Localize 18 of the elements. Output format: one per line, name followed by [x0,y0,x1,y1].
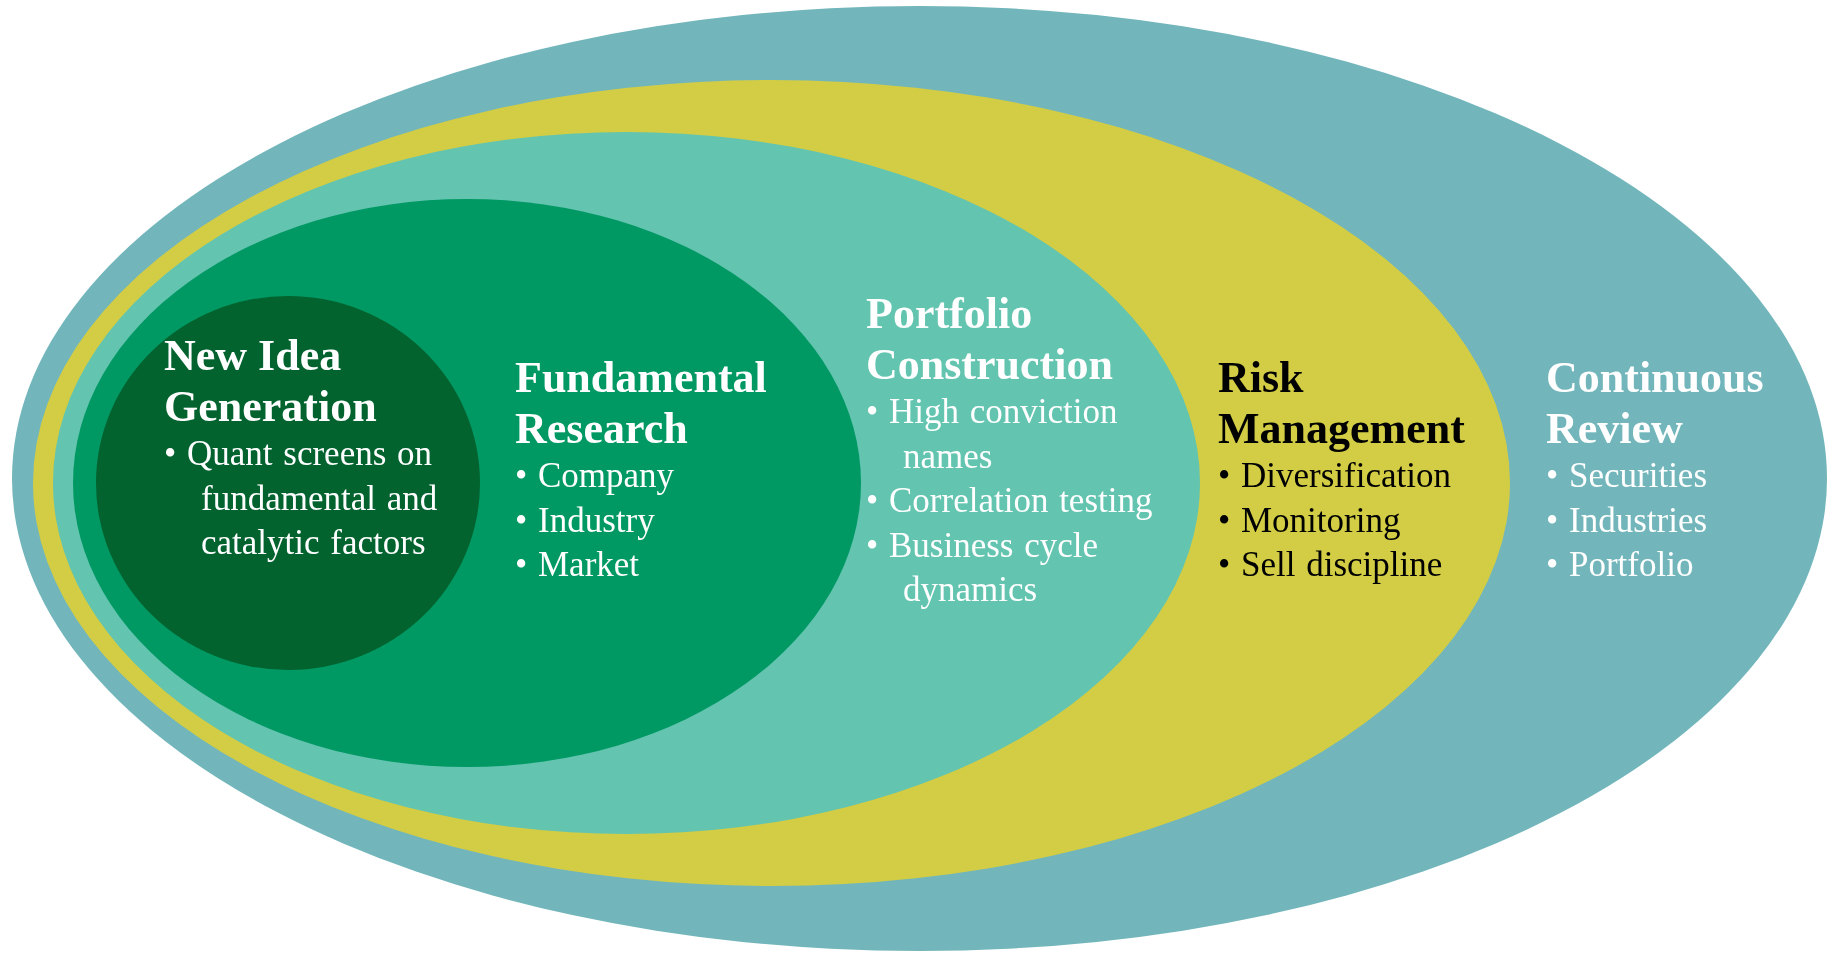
bullet-item: • Sell discipline [1218,544,1444,586]
bullet-item: • Industries [1546,499,1709,542]
bullet-item: • Portfolio [1546,544,1695,586]
bullet-item: • Business cycle dynamics [866,524,1100,611]
bullet-item: • High conviction names [866,391,1119,478]
bullet-item: • Diversification [1218,455,1452,497]
stage-heading: Risk Management [1218,352,1466,454]
bullet-item: • Company [515,455,676,497]
bullet-item: • Monitoring [1218,499,1402,542]
bullet-item: • Market [515,544,641,586]
bullet-item: • Correlation testing [866,480,1154,522]
bullet-item: • Quant screens on fundamental and catalytic factors [164,433,439,564]
stage-heading: Fundamental Research [515,352,768,454]
stage-heading: New Idea Generation [164,330,378,432]
bullet-item: • Industry [515,499,656,542]
stage-heading: Continuous Review [1546,352,1765,454]
stage-heading: Portfolio Construction [866,288,1114,390]
bullet-item: • Securities [1546,455,1709,497]
